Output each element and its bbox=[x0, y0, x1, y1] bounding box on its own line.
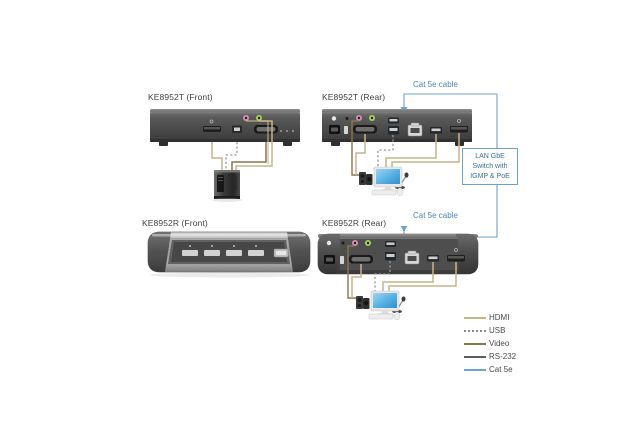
legend-label-usb: USB bbox=[489, 326, 506, 335]
cat5e-line-bottom bbox=[403, 185, 498, 238]
legend-swatch-rs232 bbox=[464, 355, 486, 358]
cables-t-rear bbox=[351, 120, 460, 176]
cable-video-rear-t bbox=[351, 120, 364, 176]
switch-line-3: IGMP & PoE bbox=[470, 173, 510, 180]
legend-label-video: Video bbox=[489, 339, 510, 348]
legend-item-cat5e: Cat 5e bbox=[464, 363, 516, 376]
lan-gbe-switch-box: LAN GbE Switch with IGMP & PoE bbox=[462, 148, 518, 185]
device-ke8952r-rear bbox=[317, 233, 479, 275]
peripheral-workstation-top bbox=[359, 166, 409, 197]
cable-aux-rear-t bbox=[385, 134, 437, 170]
cable-hdmi-rear-r bbox=[351, 264, 362, 298]
device-label-ke8952t-rear: KE8952T (Rear) bbox=[322, 92, 386, 102]
legend-swatch-cat5e bbox=[464, 368, 486, 371]
device-label-ke8952r-front: KE8952R (Front) bbox=[142, 218, 208, 228]
device-label-ke8952t-front: KE8952T (Front) bbox=[148, 92, 213, 102]
switch-line-2: Switch with bbox=[472, 163, 508, 170]
cat5e-cable-label-bottom: Cat 5e cable bbox=[413, 211, 458, 220]
legend-swatch-video bbox=[464, 342, 486, 345]
switch-line-1: LAN GbE bbox=[475, 153, 505, 160]
peripheral-pc-tower bbox=[212, 170, 242, 202]
legend-item-video: Video bbox=[464, 337, 516, 350]
peripheral-workstation-bottom bbox=[356, 290, 406, 321]
cable-usb-front bbox=[225, 142, 238, 172]
legend: HDMI USB Video RS-232 Cat 5e bbox=[464, 311, 516, 376]
legend-item-rs232: RS-232 bbox=[464, 350, 516, 363]
cable-hdmi-front bbox=[211, 142, 223, 172]
legend-item-hdmi: HDMI bbox=[464, 311, 516, 324]
legend-label-cat5e: Cat 5e bbox=[489, 365, 513, 374]
device-ke8952r-front bbox=[147, 231, 311, 278]
device-ke8952t-front bbox=[150, 109, 300, 146]
cable-hdmi2-rear-r bbox=[388, 262, 457, 293]
cable-aux-rear-r bbox=[382, 262, 434, 293]
cable-usb-rear-r bbox=[374, 261, 391, 293]
legend-swatch-hdmi bbox=[464, 316, 486, 319]
legend-label-hdmi: HDMI bbox=[489, 313, 510, 322]
cat5e-cable-label-top: Cat 5e cable bbox=[413, 80, 458, 89]
legend-label-rs232: RS-232 bbox=[489, 352, 517, 361]
cable-video-front bbox=[231, 142, 267, 172]
cable-usb-rear-t bbox=[377, 135, 394, 170]
cable-audio2-front bbox=[246, 120, 269, 164]
device-label-ke8952r-rear: KE8952R (Rear) bbox=[322, 218, 387, 228]
arrow-down-bottom bbox=[400, 226, 408, 232]
cable-hdmi2-rear-t bbox=[391, 133, 460, 170]
cable-video-rear-r bbox=[347, 245, 360, 299]
legend-item-usb: USB bbox=[464, 324, 516, 337]
cable-hdmi-rear-t bbox=[355, 134, 366, 175]
cables-r-rear bbox=[347, 245, 457, 299]
legend-swatch-usb bbox=[464, 329, 486, 332]
device-ke8952t-rear bbox=[322, 109, 472, 146]
cat5e-line-top bbox=[403, 93, 498, 148]
cables-t-front bbox=[211, 120, 273, 172]
